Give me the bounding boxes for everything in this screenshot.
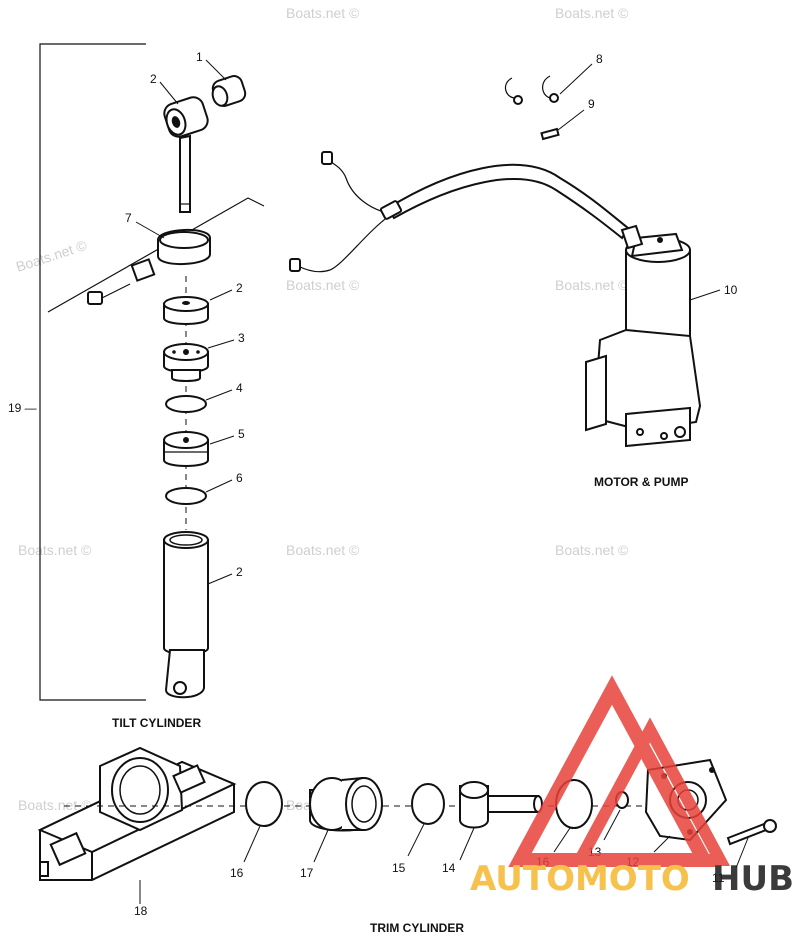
watermark: Boats.net © bbox=[18, 542, 92, 558]
part-9-screw bbox=[540, 127, 560, 141]
part-7-clamp bbox=[87, 228, 211, 305]
part-6-o-ring bbox=[165, 487, 207, 505]
part-2-washer bbox=[163, 296, 209, 325]
bracket-19: 19 — bbox=[8, 43, 146, 701]
watermark: Boats.net © bbox=[555, 542, 629, 558]
watermark: Boats.net © bbox=[286, 277, 360, 293]
callout-9: 9 bbox=[588, 97, 595, 111]
tilt-cylinder-caption: TILT CYLINDER bbox=[112, 716, 201, 730]
logo-text-auto: AUTOMOTO bbox=[470, 859, 690, 899]
watermark: Boats.net © bbox=[555, 277, 629, 293]
watermark: Boats.net © bbox=[286, 542, 360, 558]
callout-17: 17 bbox=[300, 866, 314, 880]
part-18-housing bbox=[37, 746, 237, 881]
callout-8: 8 bbox=[596, 52, 603, 66]
callout-6: 6 bbox=[236, 471, 243, 485]
part-8-clips bbox=[504, 75, 559, 105]
part-14-piston bbox=[459, 781, 543, 829]
callout-10: 10 bbox=[724, 283, 738, 297]
callout-11: 11 bbox=[712, 871, 725, 885]
callout-7: 7 bbox=[125, 211, 132, 225]
callout-15: 15 bbox=[392, 861, 406, 875]
part-2-cylinder-body bbox=[163, 531, 209, 699]
logo-text-hub: HUB bbox=[712, 859, 794, 899]
tilt-cylinder-assembly: 1 2 7 2 bbox=[47, 50, 265, 730]
callout-2: 2 bbox=[150, 72, 157, 86]
part-16-o-ring bbox=[245, 781, 283, 827]
callout-1: 1 bbox=[196, 50, 203, 64]
automotohub-logo: AUTOMOTO HUB bbox=[470, 675, 794, 899]
part-11-bolt bbox=[726, 819, 777, 846]
motor-pump-caption: MOTOR & PUMP bbox=[594, 475, 688, 489]
callout-3: 3 bbox=[238, 331, 245, 345]
part-3-gland bbox=[163, 343, 209, 382]
motor-pump-assembly: 8 9 10 bbox=[289, 52, 738, 489]
part-2-rod bbox=[163, 96, 209, 213]
callout-2: 2 bbox=[236, 565, 243, 579]
callout-5: 5 bbox=[238, 427, 245, 441]
watermark: Boats.net © bbox=[555, 5, 629, 21]
wiring-harness bbox=[289, 151, 630, 273]
callout-18: 18 bbox=[134, 904, 148, 918]
part-5-piston bbox=[163, 431, 209, 467]
watermark: Boats.net © bbox=[14, 237, 89, 275]
callout-2: 2 bbox=[236, 281, 243, 295]
callout-14: 14 bbox=[442, 861, 456, 875]
part-15-o-ring bbox=[411, 783, 445, 825]
callout-16: 16 bbox=[230, 866, 244, 880]
part-1-bushing bbox=[211, 75, 247, 107]
part-10-motor-pump bbox=[585, 224, 702, 448]
callout-4: 4 bbox=[236, 381, 243, 395]
part-4-o-ring bbox=[165, 395, 207, 413]
callout-19: 19 — bbox=[8, 401, 37, 415]
watermark: Boats.net © bbox=[286, 5, 360, 21]
trim-cylinder-caption: TRIM CYLINDER bbox=[370, 921, 464, 935]
watermarks: Boats.net © Boats.net © Boats.net © Boat… bbox=[14, 5, 629, 813]
part-17-sleeve bbox=[309, 776, 383, 832]
watermark: Boats.net © bbox=[18, 797, 92, 813]
